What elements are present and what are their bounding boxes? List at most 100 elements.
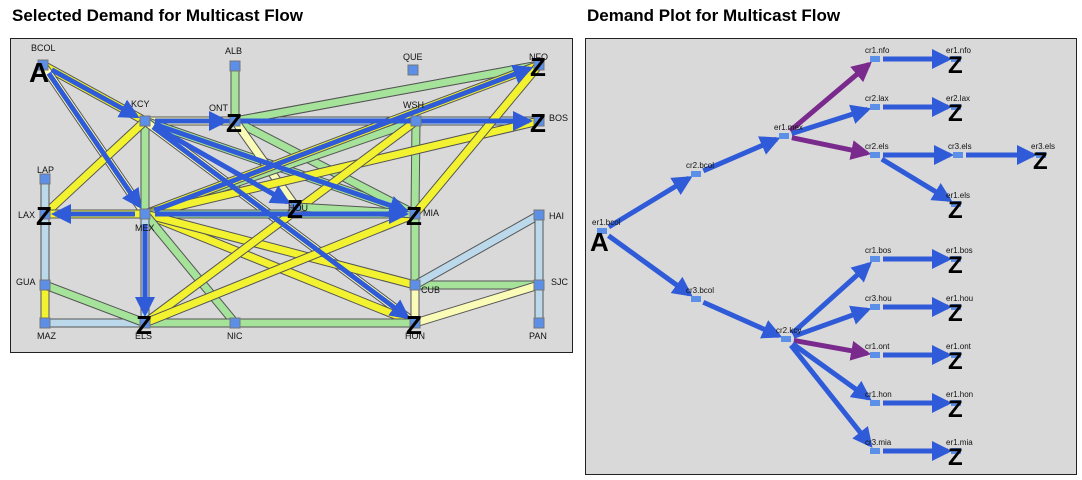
network-link[interactable]	[412, 62, 542, 217]
plot-node[interactable]	[781, 336, 791, 342]
plot-node[interactable]	[1036, 152, 1046, 158]
plot-node[interactable]	[870, 448, 880, 454]
node-label: HOU	[288, 203, 308, 213]
node-label: ALB	[225, 46, 242, 56]
plot-node[interactable]	[870, 152, 880, 158]
demand-edge	[702, 299, 783, 339]
network-link[interactable]	[234, 61, 540, 125]
network-link[interactable]	[144, 117, 540, 218]
plot-node-label: er1.hon	[946, 390, 973, 399]
plot-node[interactable]	[870, 104, 880, 110]
destination-marker: Z	[530, 52, 546, 82]
node-gua[interactable]	[39, 279, 51, 291]
plot-node-label: er1.bos	[946, 246, 973, 255]
plot-node-label: er1.nfo	[946, 46, 971, 55]
demand-edge	[791, 341, 872, 401]
plot-node[interactable]	[951, 448, 961, 454]
demand-arrow	[153, 64, 534, 213]
plot-source-marker: A	[590, 227, 609, 257]
node-label: NIC	[227, 331, 243, 341]
plot-node[interactable]	[870, 304, 880, 310]
node-label: MIA	[423, 208, 439, 218]
node-label: NFO	[529, 52, 548, 62]
network-link[interactable]	[411, 120, 420, 215]
plot-node[interactable]	[951, 352, 961, 358]
node-hon[interactable]	[409, 317, 421, 329]
plot-node[interactable]	[953, 152, 963, 158]
node-label: SJC	[551, 277, 569, 287]
plot-node[interactable]	[951, 400, 961, 406]
node-ont[interactable]	[229, 115, 241, 127]
demand-plot-canvas: er1.bcolcr2.bcolcr3.bcoler1.mexcr2.kcycr…	[590, 46, 1055, 471]
plot-node-label: cr1.nfo	[865, 46, 890, 55]
node-label: MEX	[135, 223, 155, 233]
network-link[interactable]	[144, 210, 416, 289]
node-que[interactable]	[407, 64, 419, 76]
node-label: QUE	[403, 52, 423, 62]
node-lax[interactable]	[39, 208, 51, 220]
node-label: LAP	[37, 165, 54, 175]
plot-node[interactable]	[951, 304, 961, 310]
plot-node[interactable]	[691, 171, 701, 177]
plot-node[interactable]	[951, 201, 961, 207]
plot-node-label: er1.bcol	[592, 218, 621, 227]
plot-node-label: er2.lax	[946, 94, 970, 103]
plot-node[interactable]	[597, 228, 607, 234]
plot-node[interactable]	[870, 56, 880, 62]
plot-node-label: cr2.bcol	[686, 161, 714, 170]
demand-arrow	[152, 123, 291, 205]
plot-node[interactable]	[951, 256, 961, 262]
node-mex[interactable]	[139, 208, 151, 220]
plot-node-label: cr1.hon	[865, 390, 892, 399]
plot-destination-marker: Z	[948, 444, 963, 471]
network-link[interactable]	[143, 210, 417, 327]
node-nfo[interactable]	[533, 59, 545, 71]
node-label: WSH	[403, 100, 424, 110]
node-bos[interactable]	[533, 115, 545, 127]
demand-edge	[793, 337, 872, 361]
node-sjc[interactable]	[533, 279, 545, 291]
plot-node[interactable]	[951, 104, 961, 110]
network-link[interactable]	[42, 118, 148, 217]
plot-node-label: cr2.lax	[865, 94, 889, 103]
plot-destination-marker: Z	[948, 348, 963, 375]
destination-marker: Z	[406, 201, 422, 231]
node-hou[interactable]	[290, 201, 302, 213]
node-maz[interactable]	[39, 317, 51, 329]
node-kcy[interactable]	[139, 115, 151, 127]
plot-node-label: cr3.bcol	[686, 286, 714, 295]
node-els[interactable]	[139, 317, 151, 329]
node-mia[interactable]	[409, 208, 421, 220]
plot-node-label: cr3.mia	[865, 438, 892, 447]
network-link[interactable]	[413, 281, 541, 327]
demand-edge	[790, 104, 872, 136]
plot-node-label: er3.els	[1031, 142, 1055, 151]
node-pan[interactable]	[533, 317, 545, 329]
node-nic[interactable]	[229, 317, 241, 329]
destination-marker: Z	[530, 108, 546, 138]
node-cub[interactable]	[409, 279, 421, 291]
node-hai[interactable]	[533, 209, 545, 221]
plot-destination-marker: Z	[1033, 148, 1048, 175]
plot-node[interactable]	[779, 133, 789, 139]
plot-node[interactable]	[870, 400, 880, 406]
plot-node[interactable]	[951, 56, 961, 62]
plot-node-label: cr2.els	[865, 142, 889, 151]
plot-node[interactable]	[870, 352, 880, 358]
node-wsh[interactable]	[410, 115, 422, 127]
demand-arrow	[50, 67, 140, 119]
network-link[interactable]	[142, 211, 238, 326]
plot-node[interactable]	[691, 296, 701, 302]
node-bcol[interactable]	[37, 59, 49, 71]
demand-arrow	[151, 124, 411, 320]
demand-edge	[789, 343, 873, 448]
network-link[interactable]	[413, 211, 541, 289]
network-link[interactable]	[43, 281, 147, 327]
node-alb[interactable]	[229, 60, 241, 72]
plot-node-label: cr1.bos	[865, 246, 891, 255]
node-lap[interactable]	[39, 173, 51, 185]
plot-node[interactable]	[870, 256, 880, 262]
